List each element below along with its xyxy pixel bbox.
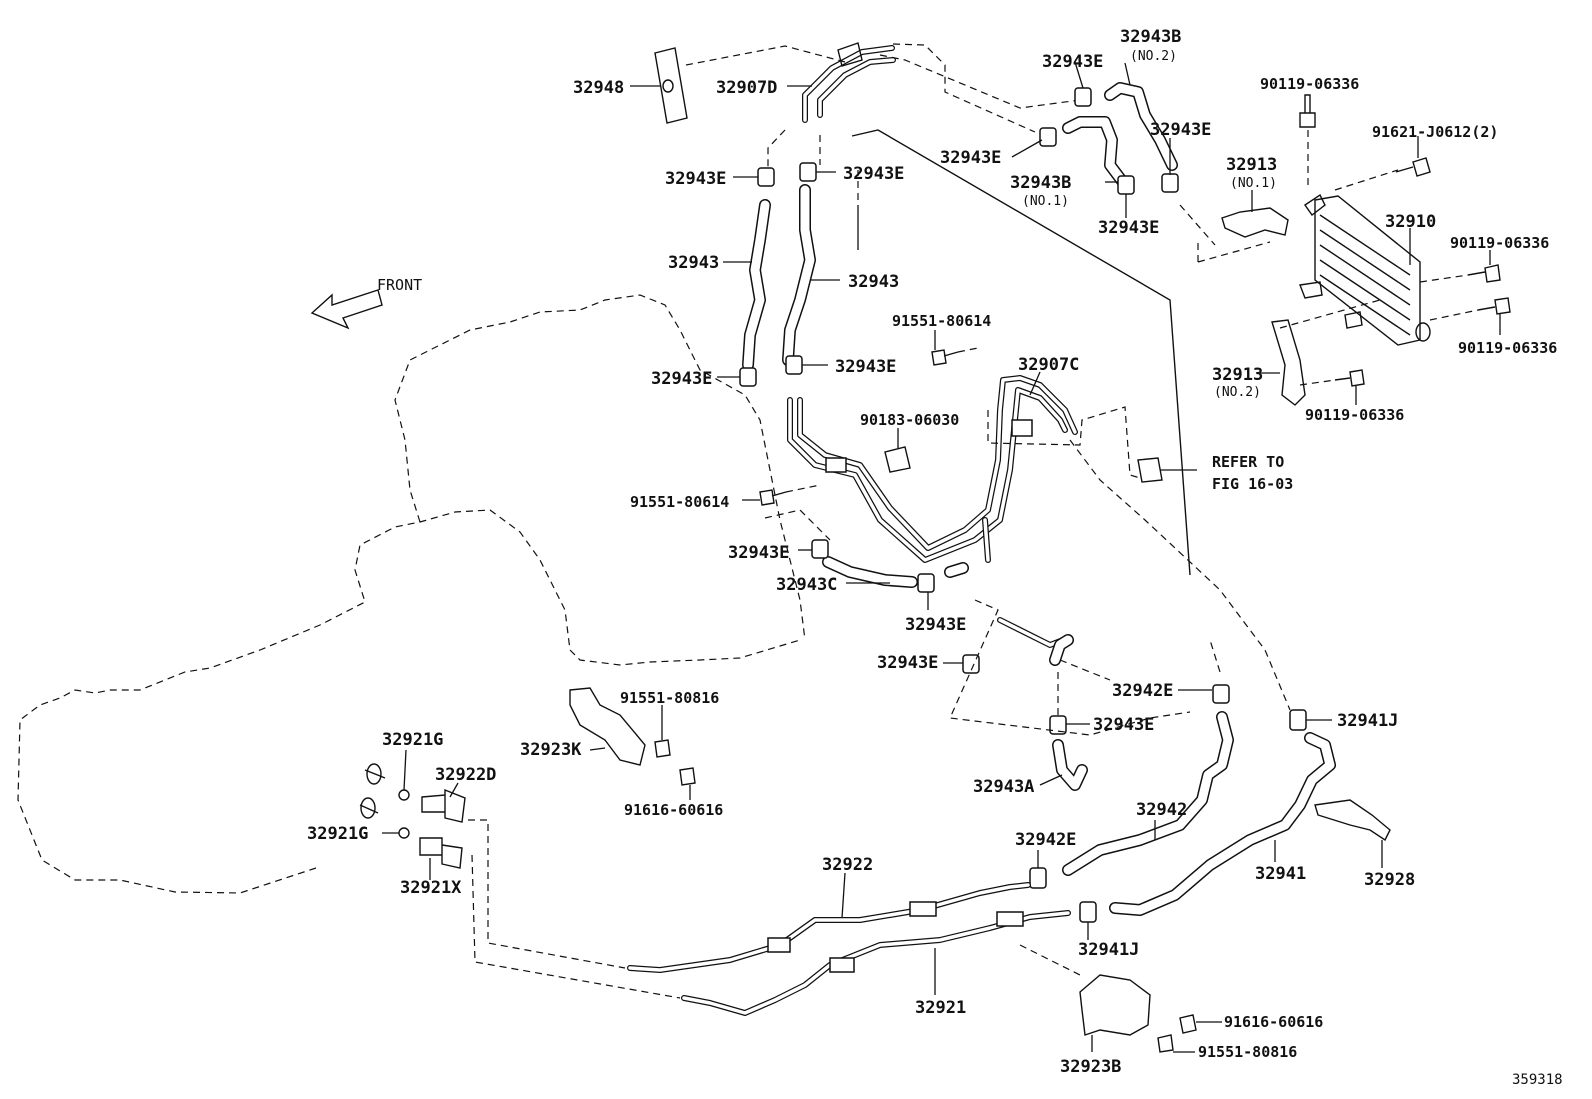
label-32943-right: 32943 bbox=[848, 272, 899, 292]
label-32943E-j: 32943E bbox=[905, 615, 966, 635]
label-32913-no1: 32913 bbox=[1226, 155, 1277, 175]
part-32921-pipe bbox=[681, 910, 1071, 1016]
refer-clip bbox=[1137, 457, 1197, 483]
label-32942: 32942 bbox=[1136, 800, 1187, 820]
part-32910-oil-cooler bbox=[1299, 193, 1431, 346]
label-32943B-no2-sub: (NO.2) bbox=[1130, 49, 1177, 64]
refer-note-line-1: REFER TO bbox=[1212, 453, 1284, 471]
label-32942E-a: 32942E bbox=[1112, 681, 1173, 701]
label-32943E-c: 32943E bbox=[1150, 120, 1211, 140]
cooler-bolts bbox=[1179, 94, 1511, 405]
label-32943E-e: 32943E bbox=[665, 169, 726, 189]
label-32943B-no1: 32943B bbox=[1010, 173, 1071, 193]
label-90119-06336-c: 90119-06336 bbox=[1458, 339, 1557, 357]
label-32943E-h: 32943E bbox=[835, 357, 896, 377]
part-90183-06030-clip bbox=[884, 428, 911, 473]
part-32922-pipe bbox=[627, 872, 1031, 973]
label-32921X: 32921X bbox=[400, 878, 462, 898]
label-32943E-a: 32943E bbox=[1042, 52, 1103, 72]
label-32943-left: 32943 bbox=[668, 253, 719, 273]
label-32943E-b: 32943E bbox=[940, 148, 1001, 168]
label-90119-06336-b: 90119-06336 bbox=[1450, 234, 1549, 252]
part-32907C-pipe bbox=[787, 371, 1141, 563]
label-32928: 32928 bbox=[1364, 870, 1415, 890]
refer-note-line-2: FIG 16-03 bbox=[1212, 475, 1293, 493]
label-91551-80614-b: 91551-80614 bbox=[630, 493, 729, 511]
part-32943-hoses bbox=[723, 170, 859, 371]
label-32910: 32910 bbox=[1385, 212, 1436, 232]
part-labels: 32948 32907D 32943B (NO.2) 32943E 32943E… bbox=[307, 27, 1557, 1077]
label-32923K: 32923K bbox=[520, 740, 582, 760]
label-32941J-a: 32941J bbox=[1337, 711, 1398, 731]
label-32923B: 32923B bbox=[1060, 1057, 1121, 1077]
part-32943C-hose bbox=[764, 509, 969, 610]
label-32921G-a: 32921G bbox=[382, 730, 443, 750]
label-91551-80614-a: 91551-80614 bbox=[892, 312, 991, 330]
part-32943A-hose bbox=[943, 599, 1191, 791]
label-32943C: 32943C bbox=[776, 575, 837, 595]
label-32943E-l: 32943E bbox=[1093, 715, 1154, 735]
label-32913-no2: 32913 bbox=[1212, 365, 1263, 385]
clamps-top bbox=[1011, 61, 1179, 218]
part-32948-plate bbox=[630, 47, 688, 124]
front-label: FRONT bbox=[377, 276, 422, 294]
label-32922: 32922 bbox=[822, 855, 873, 875]
front-arrow: FRONT bbox=[310, 276, 422, 330]
transmission-outline bbox=[17, 294, 806, 894]
label-91551-80816-a: 91551-80816 bbox=[620, 689, 719, 707]
label-32943A: 32943A bbox=[973, 777, 1034, 797]
refer-note: REFER TO FIG 16-03 bbox=[1212, 453, 1293, 493]
label-90119-06336-d: 90119-06336 bbox=[1305, 406, 1404, 424]
bolts-91551-80614 bbox=[742, 330, 979, 506]
label-32943B-no1-sub: (NO.1) bbox=[1022, 194, 1069, 209]
label-32921: 32921 bbox=[915, 998, 966, 1018]
label-32943E-g: 32943E bbox=[651, 369, 712, 389]
clamps-mid-left bbox=[717, 162, 836, 387]
label-32943E-i: 32943E bbox=[728, 543, 789, 563]
part-32942-hose bbox=[1029, 639, 1234, 889]
part-32923B-bracket bbox=[1019, 944, 1222, 1053]
label-32922D: 32922D bbox=[435, 765, 496, 785]
part-32923K-bracket bbox=[569, 687, 696, 800]
part-32928-clip bbox=[1314, 799, 1391, 868]
part-32943B-no2-hose bbox=[1104, 62, 1178, 171]
label-32913-no2-sub: (NO.2) bbox=[1214, 385, 1261, 400]
label-32943B-no2: 32943B bbox=[1120, 27, 1181, 47]
label-32942E-b: 32942E bbox=[1015, 830, 1076, 850]
label-91551-80816-b: 91551-80816 bbox=[1198, 1043, 1297, 1061]
figure-id: 359318 bbox=[1512, 1072, 1563, 1088]
label-90183-06030: 90183-06030 bbox=[860, 411, 959, 429]
label-32943E-f: 32943E bbox=[843, 164, 904, 184]
label-32941: 32941 bbox=[1255, 864, 1306, 884]
label-32907D: 32907D bbox=[716, 78, 777, 98]
part-32943B-no1-hose bbox=[1062, 116, 1131, 191]
label-32943E-d: 32943E bbox=[1098, 218, 1159, 238]
part-32941-hose bbox=[1069, 439, 1336, 940]
label-32943E-k: 32943E bbox=[877, 653, 938, 673]
part-fittings-left bbox=[359, 749, 466, 880]
label-90119-06336-a: 90119-06336 bbox=[1260, 75, 1359, 93]
label-32913-no1-sub: (NO.1) bbox=[1230, 176, 1277, 191]
label-91616-60616-a: 91616-60616 bbox=[624, 801, 723, 819]
label-32907C: 32907C bbox=[1018, 355, 1079, 375]
part-32913-brackets bbox=[1221, 190, 1306, 406]
label-91616-60616-b: 91616-60616 bbox=[1224, 1013, 1323, 1031]
label-32941J-b: 32941J bbox=[1078, 940, 1139, 960]
label-91621-J0612: 91621-J0612(2) bbox=[1372, 123, 1498, 141]
label-32948: 32948 bbox=[573, 78, 624, 98]
part-32907D-pipe bbox=[787, 42, 896, 123]
label-32921G-b: 32921G bbox=[307, 824, 368, 844]
